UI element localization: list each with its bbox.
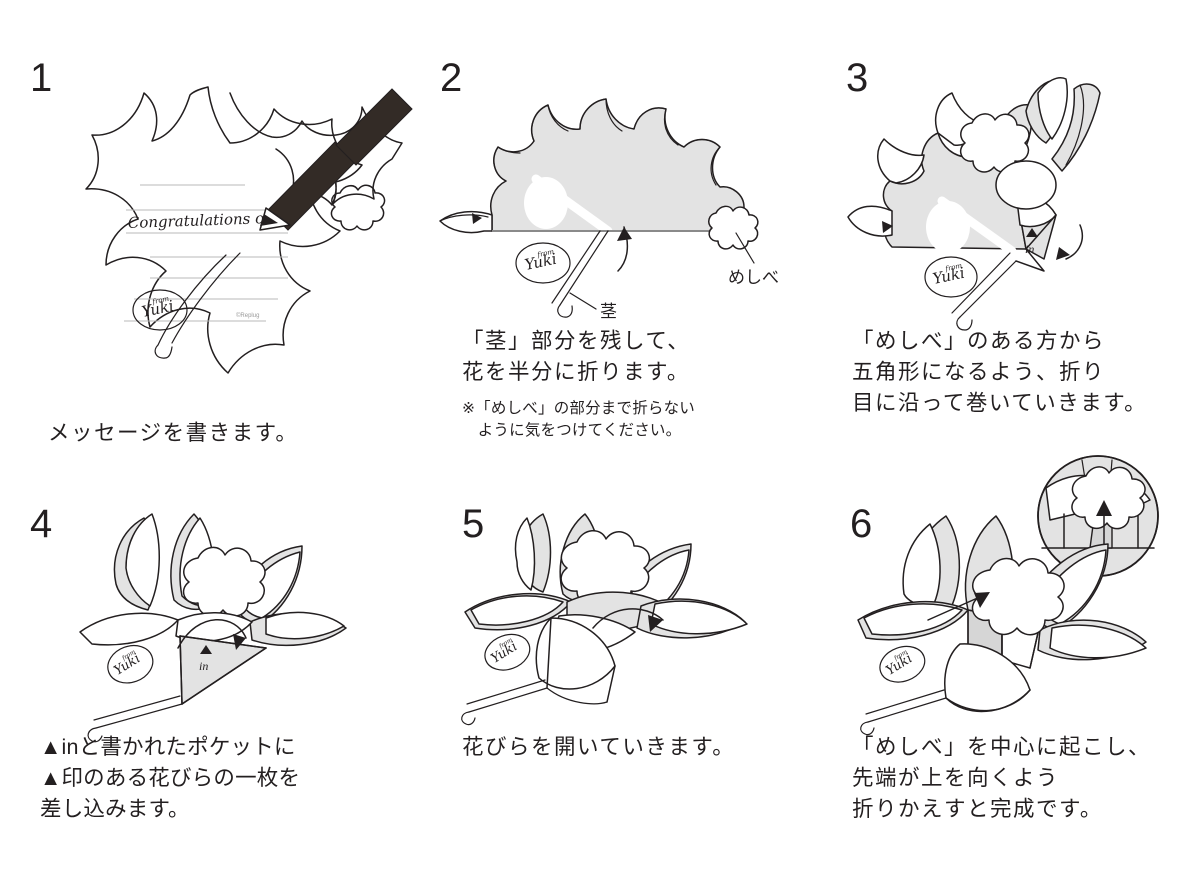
- stamp-from-label: from: [944, 262, 963, 274]
- pocket-in-label: in: [199, 659, 208, 673]
- rolled-cone: [995, 160, 1057, 272]
- stem-slot: [937, 196, 1017, 256]
- pocket-in-label: in: [1025, 242, 1034, 256]
- step-1-caption: メッセージを書きます。: [48, 421, 299, 445]
- horizontal-petals: [79, 611, 347, 647]
- pistil-shape: [560, 530, 651, 606]
- stamp-name-label: Yuki: [523, 250, 558, 274]
- pistil-bump: [708, 205, 759, 250]
- pistil-tab: [330, 184, 386, 231]
- flower-outline: [229, 92, 403, 206]
- from-yuki-stamp: from Yuki: [924, 256, 978, 298]
- stamp-name-label: Yuki: [931, 264, 966, 288]
- step-2-number: 2: [440, 56, 463, 100]
- stamp-name-label: Yuki: [489, 639, 521, 666]
- step-2-caption: 「茎」部分を残して、 花を半分に折ります。: [462, 329, 691, 384]
- pistil-label: めしべ: [728, 268, 779, 287]
- standing-petals: [1025, 77, 1101, 172]
- step-4-figure: in from Yuki: [70, 506, 400, 743]
- step-5-figure: from Yuki: [455, 506, 775, 726]
- step-5-number: 5: [462, 502, 485, 546]
- handwriting-text: Congratulations on: [128, 209, 275, 232]
- step-1-figure: Congratulations on from Yuki ©Replug: [40, 75, 420, 405]
- message-lines: [124, 184, 288, 322]
- stamp-from-label: from: [151, 295, 170, 307]
- magnified-inset: [1037, 455, 1159, 577]
- step-6-caption: 「めしべ」を中心に起こし、 先端が上を向くよう 折りかえすと完成です。: [852, 735, 1152, 821]
- step-3-caption: 「めしべ」のある方から 五角形になるよう、折り 目に沿って巻いていきます。: [852, 329, 1148, 415]
- stamp-name-label: Yuki: [884, 651, 916, 678]
- left-triangle-marker: [882, 221, 893, 233]
- step-4-number: 4: [30, 502, 53, 546]
- step-3-figure: in from Yuk: [830, 75, 1190, 331]
- step-5-caption: 花びらを開いていきます。: [462, 735, 736, 759]
- from-yuki-stamp: from Yuki: [107, 644, 154, 684]
- open-arrow: [592, 608, 664, 632]
- pocket-in-marker: in: [1025, 228, 1038, 256]
- stem: [87, 695, 183, 743]
- finished-flower: [857, 515, 1147, 713]
- stamp-name-label: Yuki: [112, 651, 144, 678]
- pistil-shape: [182, 546, 266, 617]
- step-2-figure: from Yuki 茎 めしべ: [410, 75, 790, 325]
- pencil-icon: [259, 88, 413, 231]
- stem: [551, 230, 609, 318]
- pistil-shape: [959, 113, 1030, 173]
- from-yuki-stamp: from Yuki: [484, 633, 531, 671]
- stem: [461, 679, 548, 726]
- roll-arrow: [1056, 224, 1084, 260]
- stem: [860, 689, 947, 736]
- petal-fold-lines: [493, 98, 721, 186]
- stamp-from-label: from: [536, 248, 555, 260]
- step-2-note: ※「めしべ」の部分まで折らない ように気をつけてください。: [462, 400, 695, 439]
- stem-slot: [531, 174, 613, 236]
- pistil-label-leader: [735, 232, 755, 264]
- insert-arrow: [177, 618, 247, 650]
- stem-label: 茎: [600, 302, 617, 321]
- left-fold-tab: [439, 210, 493, 234]
- step-6-figure: from Yuki: [850, 444, 1190, 736]
- step-1-number: 1: [30, 56, 53, 100]
- sakura-card-shape: [85, 86, 363, 374]
- from-yuki-stamp: from Yuki: [515, 242, 571, 284]
- front-petal: [535, 617, 616, 705]
- stem: [951, 252, 1017, 331]
- copyright-mark: ©Replug: [236, 312, 259, 319]
- from-yuki-stamp: from Yuki: [879, 645, 926, 683]
- step-4-caption: ▲inと書かれたポケットに ▲印のある花びらの一枚を 差し込みます。: [40, 735, 301, 821]
- stem-label-leader: [569, 292, 597, 310]
- pocket-in-marker: in: [199, 645, 212, 673]
- stamp-name-label: Yuki: [140, 297, 175, 321]
- step-3-number: 3: [846, 56, 869, 100]
- pocket-cone: [179, 635, 267, 705]
- step-6-number: 6: [850, 502, 873, 546]
- fold-arrow: [617, 226, 632, 272]
- stem: [154, 252, 241, 359]
